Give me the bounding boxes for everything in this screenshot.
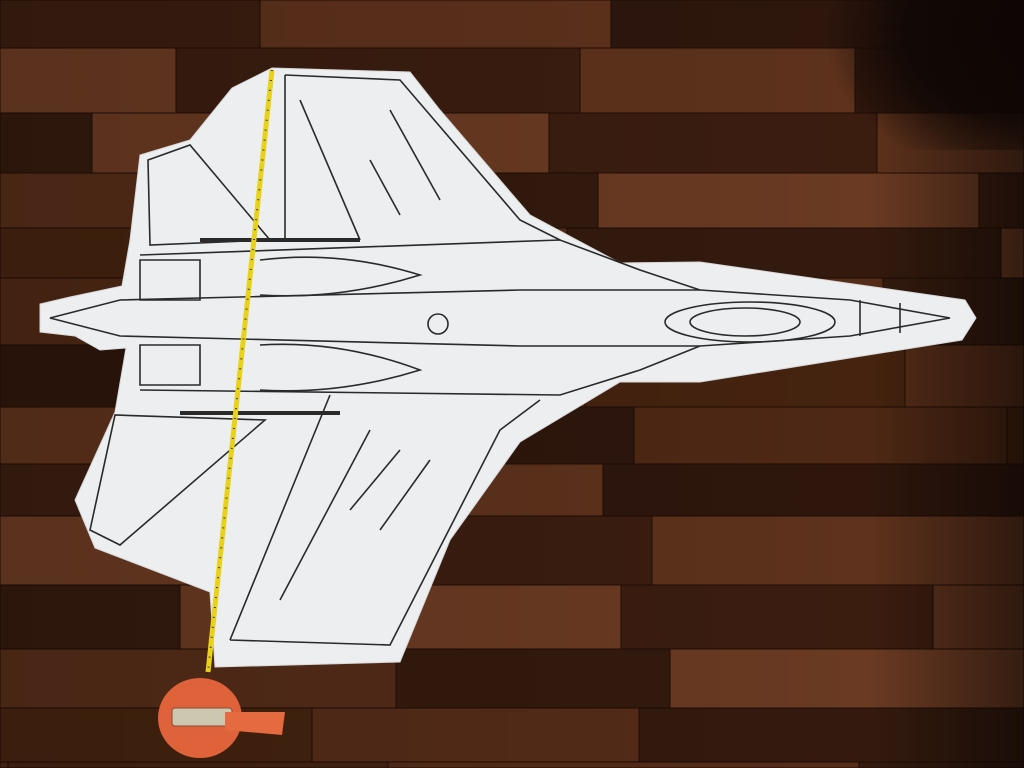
- lower-wing: [229, 394, 541, 646]
- wing-slot: [379, 459, 431, 531]
- tape-ticks: [207, 69, 273, 673]
- upper-body: [139, 239, 701, 291]
- intake-lower: [259, 343, 423, 392]
- roundel: [427, 313, 449, 335]
- intake-upper: [259, 256, 423, 297]
- lower-tail: [89, 414, 268, 546]
- paper-outline: [39, 67, 977, 668]
- corner-shadow: [824, 0, 1024, 150]
- tape-clip: [225, 712, 285, 735]
- fuselage-line: [49, 289, 951, 347]
- paper-jet-template: [39, 67, 977, 668]
- tape-slot: [171, 707, 233, 727]
- lower-body: [139, 345, 701, 396]
- tape-measure: [158, 69, 285, 758]
- upper-wing: [284, 74, 561, 241]
- wing-slot: [369, 159, 401, 216]
- wing-slot: [349, 449, 401, 511]
- nozzles: [139, 259, 201, 386]
- canopy: [664, 301, 836, 343]
- wing-slot: [389, 109, 441, 201]
- canopy-inner: [689, 307, 801, 337]
